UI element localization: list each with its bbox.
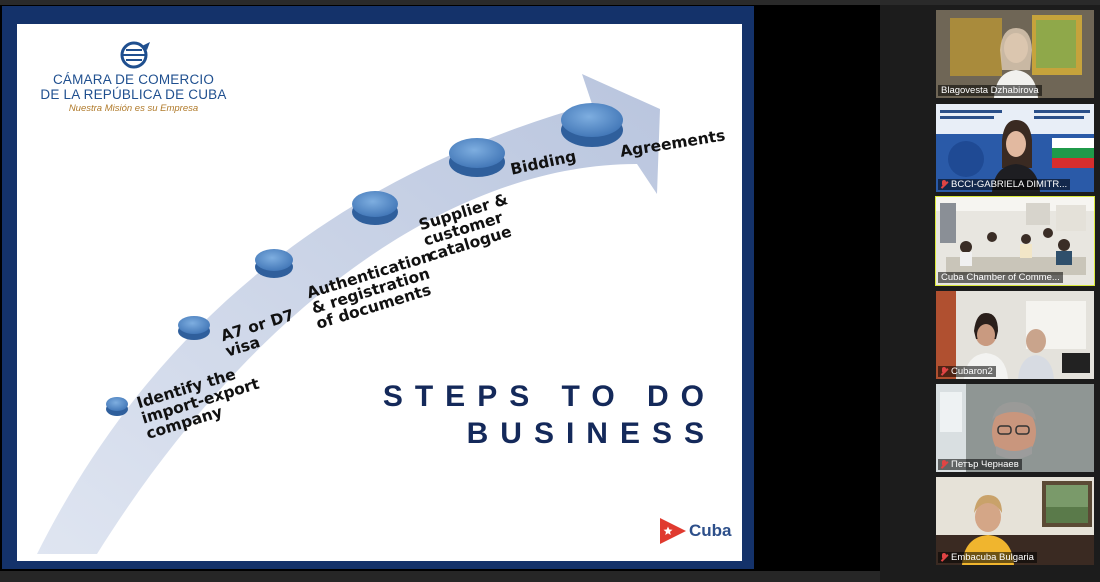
step-disc-5 (449, 138, 505, 177)
participant-video-5 (936, 384, 1094, 472)
step-disc-4 (352, 191, 398, 225)
slide-headline-line-1: STEPS TO DO (382, 380, 716, 413)
participant-name-4: Cubaron2 (938, 366, 996, 377)
step-discs (106, 103, 623, 416)
chamber-emblem-icon (120, 41, 150, 69)
participant-name-1: Blagovesta Dzhabirova (938, 85, 1042, 96)
microphone-muted-icon (941, 553, 948, 562)
participant-tile-6[interactable]: Embacuba Bulgaria (936, 477, 1094, 565)
presentation-slide-frame: CÁMARA DE COMERCIO DE LA REPÚBLICA DE CU… (2, 6, 754, 569)
participant-video-2 (936, 104, 1094, 192)
logo-line-1: CÁMARA DE COMERCIO (52, 72, 215, 87)
participant-name-text-1: Blagovesta Dzhabirova (941, 85, 1039, 96)
participant-name-3: Cuba Chamber of Comme... (938, 272, 1063, 283)
cuba-brand-logo: Cuba (660, 518, 732, 544)
microphone-muted-icon (941, 180, 948, 189)
microphone-muted-icon (941, 460, 948, 469)
step-disc-3 (255, 249, 293, 278)
participant-tile-3-active-speaker[interactable]: Cuba Chamber of Comme... (935, 196, 1095, 286)
window-bottom-bar (0, 571, 880, 582)
participant-tile-2[interactable]: BCCI-GABRIELA DIMITR... (936, 104, 1094, 192)
step-disc-6 (561, 103, 623, 147)
participant-name-5: Петър Чернаев (938, 459, 1022, 470)
participant-tile-5[interactable]: Петър Чернаев (936, 384, 1094, 472)
slide-headline-line-2: BUSINESS (466, 417, 716, 450)
microphone-muted-icon (941, 367, 948, 376)
participant-name-text-5: Петър Чернаев (951, 459, 1019, 470)
participant-name-text-6: Embacuba Bulgaria (951, 552, 1034, 563)
participant-tile-1[interactable]: Blagovesta Dzhabirova (936, 10, 1094, 98)
chamber-logo: CÁMARA DE COMERCIO DE LA REPÚBLICA DE CU… (31, 40, 236, 114)
participant-name-text-3: Cuba Chamber of Comme... (941, 272, 1060, 283)
participant-name-6: Embacuba Bulgaria (938, 552, 1037, 563)
growth-arrow-graphic (37, 74, 660, 554)
logo-tagline: Nuestra Misión es su Empresa (68, 103, 199, 114)
cuba-brand-text: Cuba (689, 521, 732, 540)
presentation-slide: CÁMARA DE COMERCIO DE LA REPÚBLICA DE CU… (17, 24, 742, 561)
participant-video-1 (936, 10, 1094, 98)
participant-name-2: BCCI-GABRIELA DIMITR... (938, 179, 1071, 190)
participant-name-text-4: Cubaron2 (951, 366, 993, 377)
step-disc-1 (106, 397, 128, 416)
participant-video-3 (936, 197, 1094, 285)
window-top-bar (0, 0, 1100, 7)
logo-line-2: DE LA REPÚBLICA DE CUBA (40, 87, 227, 102)
cuba-star-icon (660, 518, 686, 544)
participant-tile-4[interactable]: Cubaron2 (936, 291, 1094, 379)
participant-name-text-2: BCCI-GABRIELA DIMITR... (951, 179, 1068, 190)
step-disc-2 (178, 316, 210, 340)
